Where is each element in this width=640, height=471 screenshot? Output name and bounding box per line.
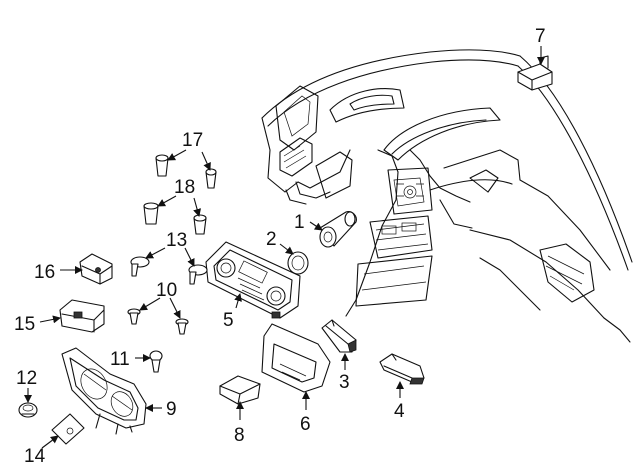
part-12-plug bbox=[18, 402, 38, 418]
part-3-switch bbox=[321, 319, 357, 353]
part-4-switch bbox=[379, 353, 425, 385]
callout-10: 10 bbox=[156, 280, 177, 301]
part-5-control-panel bbox=[205, 241, 301, 319]
callout-6: 6 bbox=[300, 414, 311, 435]
callout-1: 1 bbox=[294, 212, 305, 233]
part-1-knob bbox=[319, 211, 357, 248]
part-7-bracket bbox=[517, 55, 553, 91]
callout-8: 8 bbox=[234, 425, 245, 446]
instrument-panel-outline bbox=[261, 49, 633, 343]
part-14-cover bbox=[51, 413, 85, 445]
callout-7: 7 bbox=[535, 26, 546, 47]
part-13-sockets bbox=[130, 256, 208, 285]
callout-11: 11 bbox=[110, 349, 130, 370]
part-8-cover bbox=[219, 375, 261, 405]
part-18-sockets bbox=[143, 202, 207, 235]
callout-4: 4 bbox=[394, 401, 405, 422]
callout-9: 9 bbox=[166, 399, 177, 420]
callout-17: 17 bbox=[182, 130, 203, 151]
part-10-clips bbox=[127, 308, 189, 335]
callout-16: 16 bbox=[34, 262, 55, 283]
callout-14: 14 bbox=[24, 446, 46, 467]
callout-2: 2 bbox=[266, 229, 277, 250]
callout-15: 15 bbox=[14, 314, 35, 335]
part-15-bracket bbox=[59, 299, 105, 333]
callout-12: 12 bbox=[16, 368, 37, 389]
part-11-plug bbox=[149, 350, 163, 373]
callout-3: 3 bbox=[339, 372, 350, 393]
part-6-bezel bbox=[261, 323, 331, 393]
callout-13: 13 bbox=[166, 230, 187, 251]
part-9-cluster bbox=[61, 347, 147, 435]
part-17-bulbs bbox=[155, 154, 217, 189]
callout-5: 5 bbox=[223, 310, 234, 331]
callout-18: 18 bbox=[174, 177, 195, 198]
leader-arrows bbox=[24, 46, 545, 449]
part-2-ring bbox=[287, 251, 309, 275]
part-16-bracket bbox=[79, 253, 113, 285]
